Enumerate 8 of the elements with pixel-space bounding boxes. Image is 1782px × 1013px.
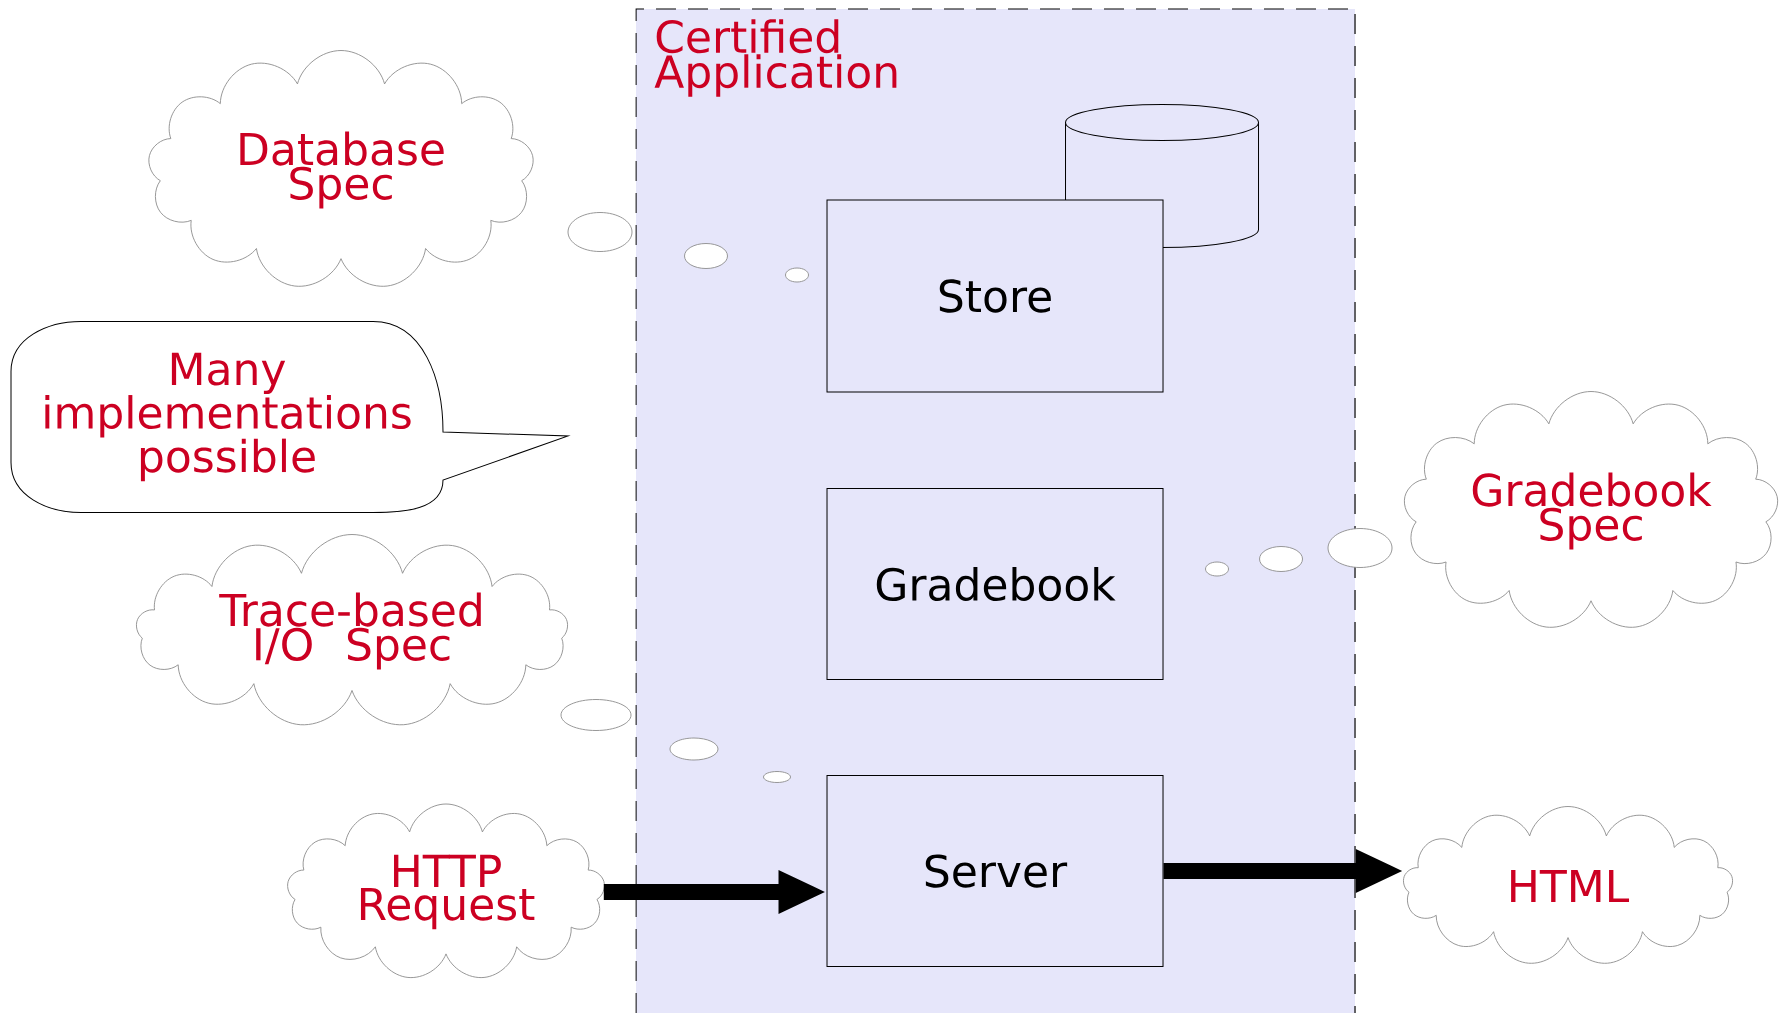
thought-cloud: HTTP Request [287,803,605,979]
thought-cloud: Gradebook Spec [1403,391,1779,628]
component-box: Gradebook [826,488,1164,680]
thought-cloud: HTML [1403,806,1734,964]
component-box: Server [826,775,1164,967]
thought-cloud: Database Spec [148,50,534,287]
thought-cloud: Trace-based I/O Spec [136,534,568,726]
speech-bubble: Many implementations possible [10,321,569,513]
